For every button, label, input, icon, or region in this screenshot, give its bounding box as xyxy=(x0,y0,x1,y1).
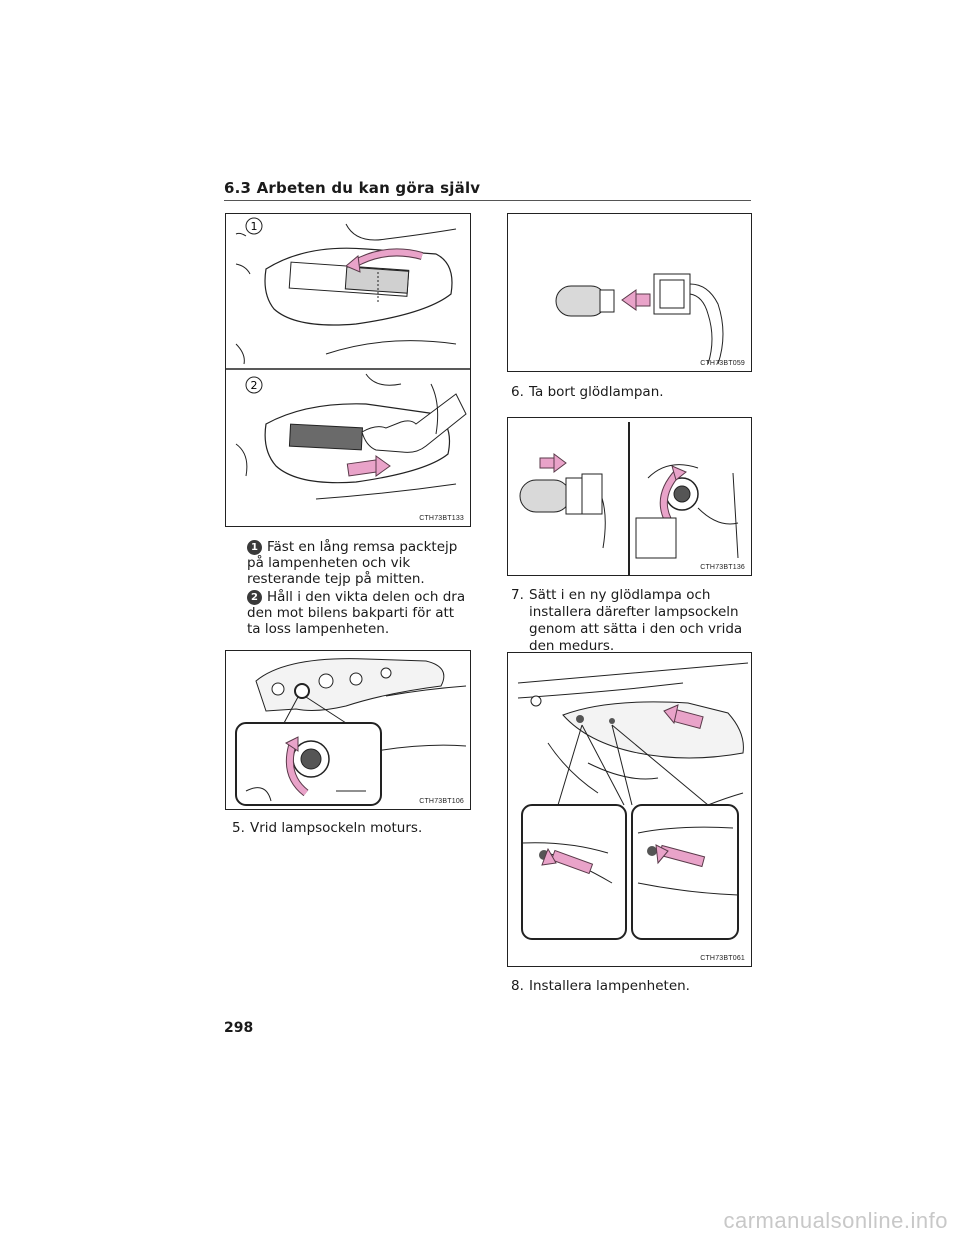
figure-code: CTH73BT133 xyxy=(419,515,464,522)
section-header: 6.3 Arbeten du kan göra själv xyxy=(224,178,751,201)
panel-2-label: 2 xyxy=(251,379,258,392)
substep-2-number: 2 xyxy=(247,590,262,605)
figure-code: CTH73BT061 xyxy=(700,955,745,962)
figure-bulb-removal: CTH73BT059 xyxy=(507,213,752,372)
step-6-text: Ta bort glödlampan. xyxy=(529,384,664,400)
substep-1-number: 1 xyxy=(247,540,262,555)
panel-2-marker xyxy=(245,376,263,394)
step-8: 8. Installera lampenheten. xyxy=(511,978,751,995)
bulb-removal-illustration xyxy=(555,273,724,365)
figure-code: CTH73BT106 xyxy=(419,798,464,805)
step-6-number: 6. xyxy=(511,384,524,400)
socket-illustration xyxy=(235,658,467,806)
figure-lamp-install: CTH73BT061 xyxy=(507,652,752,967)
panel-1-label: 1 xyxy=(251,220,258,233)
figure-code: CTH73BT059 xyxy=(700,360,745,367)
new-bulb-illustration xyxy=(519,422,739,575)
panel-1-marker xyxy=(245,217,263,235)
lamp-install-illustration xyxy=(517,662,749,940)
watermark: carmanualsonline.info xyxy=(723,1208,948,1233)
step-7-number: 7. xyxy=(511,587,524,603)
substep-1-text: Fäst en lång remsa packtejp på lampenhet… xyxy=(247,539,458,587)
section-title: 6.3 Arbeten du kan göra själv xyxy=(224,179,481,197)
step-8-text: Installera lampenheten. xyxy=(529,978,690,994)
tape-illustration: 1 2 xyxy=(226,217,470,500)
step-7-text: Sätt i en ny glödlampa och installera dä… xyxy=(529,587,743,654)
figure-tape-removal: 1 2 CTH73BT133 xyxy=(225,213,471,527)
figure-socket-rotation: CTH73BT106 xyxy=(225,650,471,810)
page-number: 298 xyxy=(224,1020,254,1036)
step-7: 7. Sätt i en ny glödlampa och installera… xyxy=(511,587,751,655)
step-5-number: 5. xyxy=(232,820,245,836)
figure-new-bulb-install: CTH73BT136 xyxy=(507,417,752,576)
substep-2-text: Håll i den vikta delen och dra den mot b… xyxy=(247,589,466,637)
figure-code: CTH73BT136 xyxy=(700,564,745,571)
step-8-number: 8. xyxy=(511,978,524,994)
step-6: 6. Ta bort glödlampan. xyxy=(511,384,751,401)
step-5-text: Vrid lampsockeln moturs. xyxy=(250,820,423,836)
step-5: 5. Vrid lampsockeln moturs. xyxy=(232,820,472,837)
